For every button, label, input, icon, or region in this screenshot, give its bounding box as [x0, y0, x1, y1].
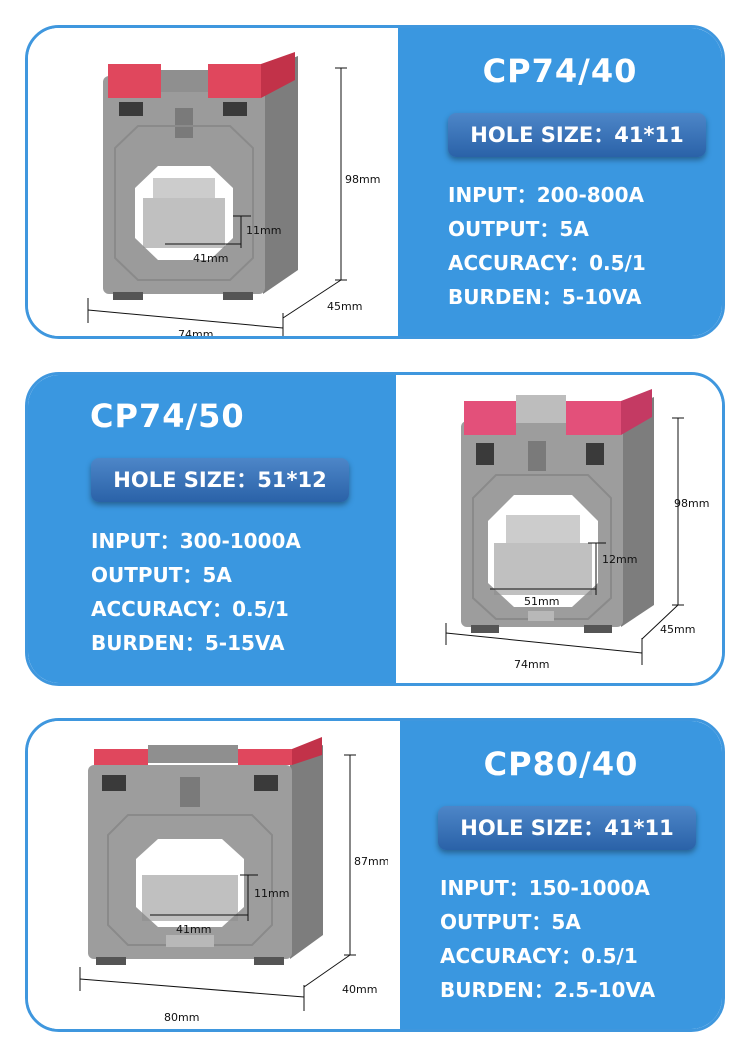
- spec-accuracy: ACCURACY：0.5/1: [440, 944, 638, 968]
- spec-list: INPUT：300-1000A OUTPUT：5A ACCURACY：0.5/1…: [91, 524, 301, 660]
- dim-hole-width-label: 51mm: [524, 595, 559, 608]
- spec-panel: CP80/40 HOLE SIZE：41*11 INPUT：150-1000A …: [400, 721, 722, 1029]
- dim-hole-height-label: 11mm: [246, 224, 281, 237]
- dim-height-label: 87mm: [354, 855, 388, 868]
- hole-size-badge: HOLE SIZE：41*11: [438, 806, 696, 850]
- product-card-cp80-40: 87mm 40mm 80mm 41mm 11mm CP80/40 HOLE SI…: [25, 718, 725, 1032]
- current-transformer-illustration: 98mm 45mm 74mm 51mm 12mm: [445, 389, 709, 671]
- dim-width-label: 80mm: [164, 1011, 199, 1024]
- product-card-cp74-50: CP74/50 HOLE SIZE：51*12 INPUT：300-1000A …: [25, 372, 725, 686]
- current-transformer-illustration: 87mm 40mm 80mm 41mm 11mm: [79, 737, 388, 1024]
- product-image-area: 98mm 45mm 74mm 51mm 12mm: [396, 375, 722, 683]
- spec-input: INPUT：300-1000A: [91, 529, 301, 553]
- spec-list: INPUT：150-1000A OUTPUT：5A ACCURACY：0.5/1…: [440, 871, 655, 1007]
- spec-output: OUTPUT：5A: [91, 563, 232, 587]
- hole-size-badge: HOLE SIZE：41*11: [448, 113, 706, 157]
- spec-input: INPUT：200-800A: [448, 183, 644, 207]
- dim-height-label: 98mm: [345, 173, 380, 186]
- model-title: CP74/50: [90, 397, 245, 435]
- spec-panel: CP74/40 HOLE SIZE：41*11 INPUT：200-800A O…: [398, 28, 722, 336]
- dim-hole-width-label: 41mm: [176, 923, 211, 936]
- current-transformer-illustration: 98mm 45mm 74mm 41mm 11mm: [87, 52, 380, 338]
- spec-panel: CP74/50 HOLE SIZE：51*12 INPUT：300-1000A …: [28, 375, 396, 683]
- spec-list: INPUT：200-800A OUTPUT：5A ACCURACY：0.5/1 …: [448, 178, 646, 314]
- hole-size-badge: HOLE SIZE：51*12: [91, 458, 349, 502]
- dim-depth-label: 45mm: [660, 623, 695, 636]
- spec-burden: BURDEN：5-10VA: [448, 285, 642, 309]
- spec-burden: BURDEN：2.5-10VA: [440, 978, 656, 1002]
- product-card-cp74-40: 98mm 45mm 74mm 41mm 11mm CP74/40 HOLE SI…: [25, 25, 725, 339]
- dim-depth-label: 45mm: [327, 300, 362, 313]
- dim-height-label: 98mm: [674, 497, 709, 510]
- spec-output: OUTPUT：5A: [448, 217, 589, 241]
- dim-hole-height-label: 12mm: [602, 553, 637, 566]
- spec-accuracy: ACCURACY：0.5/1: [448, 251, 646, 275]
- dim-width-label: 74mm: [514, 658, 549, 671]
- dim-depth-label: 40mm: [342, 983, 377, 996]
- spec-output: OUTPUT：5A: [440, 910, 581, 934]
- product-image-area: 87mm 40mm 80mm 41mm 11mm: [28, 721, 400, 1029]
- dim-hole-width-label: 41mm: [193, 252, 228, 265]
- product-image-area: 98mm 45mm 74mm 41mm 11mm: [28, 28, 398, 336]
- model-title: CP80/40: [483, 745, 639, 783]
- spec-input: INPUT：150-1000A: [440, 876, 650, 900]
- dim-hole-height-label: 11mm: [254, 887, 289, 900]
- spec-accuracy: ACCURACY：0.5/1: [91, 597, 289, 621]
- spec-burden: BURDEN：5-15VA: [91, 631, 285, 655]
- dim-width-label: 74mm: [178, 328, 213, 338]
- model-title: CP74/40: [482, 52, 638, 90]
